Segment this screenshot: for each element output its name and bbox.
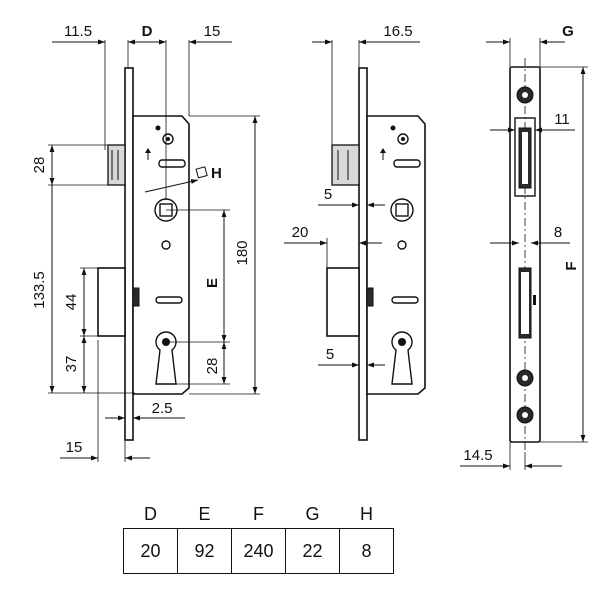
side-dead-bolt — [326, 267, 360, 337]
dim-16-5-label: 16.5 — [383, 23, 412, 40]
dim-28-latch-label: 28 — [31, 157, 48, 174]
dim-h-label: H — [211, 165, 222, 182]
dim-133-5-label: 133.5 — [31, 271, 48, 309]
dim-37-label: 37 — [63, 356, 80, 373]
spec-table: D E F G H 20 92 240 22 8 — [123, 500, 394, 574]
dim-g-label: G — [562, 23, 574, 40]
spec-value: 92 — [177, 528, 232, 574]
side-view: 16.5 5 20 5 — [284, 23, 426, 441]
front-case — [132, 115, 190, 395]
dim-15-bottom-label: 15 — [66, 439, 83, 456]
dim-d-label: D — [142, 23, 153, 40]
front-view: 11.5 D 15 28 133.5 44 37 180 E 28 — [31, 23, 260, 462]
dim-2-5-label: 2.5 — [152, 400, 173, 417]
spec-header: G — [305, 503, 320, 524]
dim-f-label: F — [563, 261, 580, 270]
spec-header: D — [144, 503, 157, 524]
dim-11-label: 11 — [554, 111, 570, 128]
dim-15-top-label: 15 — [204, 23, 221, 40]
side-forend — [358, 67, 368, 441]
faceplate-latch-opening — [514, 117, 536, 197]
spec-header: F — [253, 503, 264, 524]
side-latch-bolt — [331, 144, 360, 186]
dim-14-5-label: 14.5 — [463, 447, 492, 464]
dim-8-label: 8 — [554, 224, 562, 241]
dim-11-5-label: 11.5 — [64, 23, 92, 40]
spec-header: H — [360, 503, 373, 524]
spec-value: 20 — [123, 528, 178, 574]
spec-table-header-row: D E F G H — [124, 500, 394, 529]
dim-5-lower-label: 5 — [326, 346, 334, 363]
spec-value: 22 — [285, 528, 340, 574]
spec-value: 8 — [339, 528, 394, 574]
spec-value: 240 — [231, 528, 286, 574]
front-cylinder-hole — [155, 331, 177, 385]
spec-table-value-row: 20 92 240 22 8 — [123, 528, 394, 574]
front-dead-bolt — [97, 267, 126, 337]
dim-180-label: 180 — [234, 240, 251, 265]
front-latch-bolt — [107, 144, 126, 186]
dim-28-cyl-label: 28 — [204, 358, 221, 375]
spec-header: E — [198, 503, 211, 524]
front-latch-slot — [158, 159, 186, 168]
side-case — [366, 115, 426, 395]
dim-44-label: 44 — [63, 294, 80, 311]
dim-e-label: E — [204, 278, 221, 288]
front-forend — [124, 67, 134, 441]
faceplate-view: G 11 8 F 14.5 — [460, 23, 588, 470]
front-top-screw — [162, 133, 174, 145]
dim-20-label: 20 — [292, 224, 309, 241]
front-bolt-slot — [155, 296, 183, 304]
dim-5-upper-label: 5 — [324, 186, 332, 203]
